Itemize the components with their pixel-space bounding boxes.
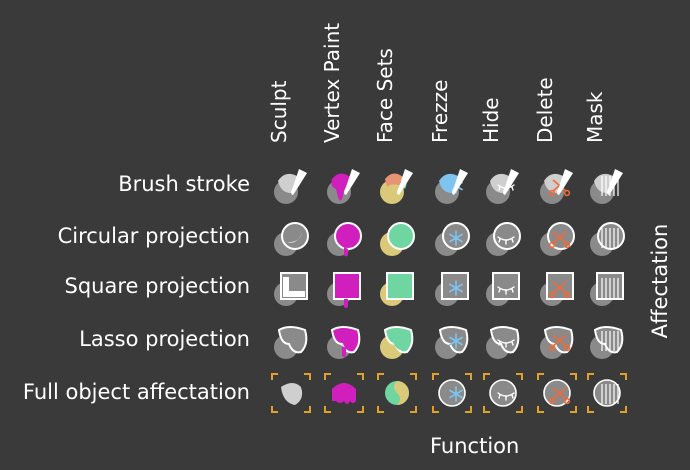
vertex-paint-full-object-icon bbox=[322, 371, 366, 415]
column-header-label: Vertex Paint bbox=[320, 22, 344, 143]
freeze-lasso-projection-icon bbox=[430, 318, 474, 362]
sculpt-lasso-projection-icon bbox=[269, 318, 313, 362]
delete-square-projection-icon bbox=[535, 265, 579, 309]
freeze-square-projection-icon bbox=[430, 265, 474, 309]
vertex-paint-brush-stroke-icon bbox=[322, 163, 366, 207]
column-header-face-sets: Face Sets bbox=[373, 0, 417, 155]
hide-lasso-projection-icon bbox=[481, 318, 525, 362]
freeze-brush-stroke-icon bbox=[430, 163, 474, 207]
delete-full-object-icon bbox=[535, 371, 579, 415]
affectation-axis-label: Affectation bbox=[648, 223, 672, 339]
hide-square-projection-icon bbox=[481, 265, 525, 309]
row-label-brush-stroke: Brush stroke bbox=[118, 172, 250, 196]
freeze-circular-projection-icon bbox=[430, 215, 474, 259]
column-header-vertex-paint: Vertex Paint bbox=[320, 0, 364, 155]
row-label-circular-projection: Circular projection bbox=[57, 224, 250, 248]
column-header-label: Sculpt bbox=[267, 80, 291, 143]
column-header-label: Hide bbox=[479, 97, 503, 143]
face-sets-lasso-projection-icon bbox=[375, 318, 419, 362]
delete-lasso-projection-icon bbox=[535, 318, 579, 362]
sculpt-circular-projection-icon bbox=[269, 215, 313, 259]
column-header-label: Frezze bbox=[428, 79, 452, 143]
sculpt-full-object-icon bbox=[269, 371, 313, 415]
function-axis-label: Function bbox=[430, 434, 520, 458]
sculpt-brush-stroke-icon bbox=[269, 163, 313, 207]
column-header-label: Face Sets bbox=[373, 48, 397, 143]
vertex-paint-circular-projection-icon bbox=[322, 215, 366, 259]
row-label-lasso-projection: Lasso projection bbox=[79, 327, 250, 351]
delete-brush-stroke-icon bbox=[535, 163, 579, 207]
mask-brush-stroke-icon bbox=[585, 163, 629, 207]
delete-circular-projection-icon bbox=[535, 215, 579, 259]
hide-brush-stroke-icon bbox=[481, 163, 525, 207]
mask-full-object-icon bbox=[585, 371, 629, 415]
sculpt-square-projection-icon bbox=[269, 265, 313, 309]
hide-circular-projection-icon bbox=[481, 215, 525, 259]
column-header-mask: Mask bbox=[583, 0, 627, 155]
vertex-paint-lasso-projection-icon bbox=[322, 318, 366, 362]
row-label-full-object: Full object affectation bbox=[22, 380, 250, 404]
column-header-sculpt: Sculpt bbox=[267, 0, 311, 155]
mask-lasso-projection-icon bbox=[585, 318, 629, 362]
face-sets-full-object-icon bbox=[375, 371, 419, 415]
face-sets-square-projection-icon bbox=[375, 265, 419, 309]
mask-square-projection-icon bbox=[585, 265, 629, 309]
row-label-square-projection: Square projection bbox=[64, 274, 250, 298]
column-header-freeze: Frezze bbox=[428, 0, 472, 155]
freeze-full-object-icon bbox=[430, 371, 474, 415]
column-header-label: Mask bbox=[583, 91, 607, 143]
column-header-label: Delete bbox=[533, 77, 557, 143]
face-sets-circular-projection-icon bbox=[375, 215, 419, 259]
hide-full-object-icon bbox=[481, 371, 525, 415]
face-sets-brush-stroke-icon bbox=[375, 163, 419, 207]
column-header-hide: Hide bbox=[479, 0, 523, 155]
mask-circular-projection-icon bbox=[585, 215, 629, 259]
column-header-delete: Delete bbox=[533, 0, 577, 155]
vertex-paint-square-projection-icon bbox=[322, 265, 366, 309]
